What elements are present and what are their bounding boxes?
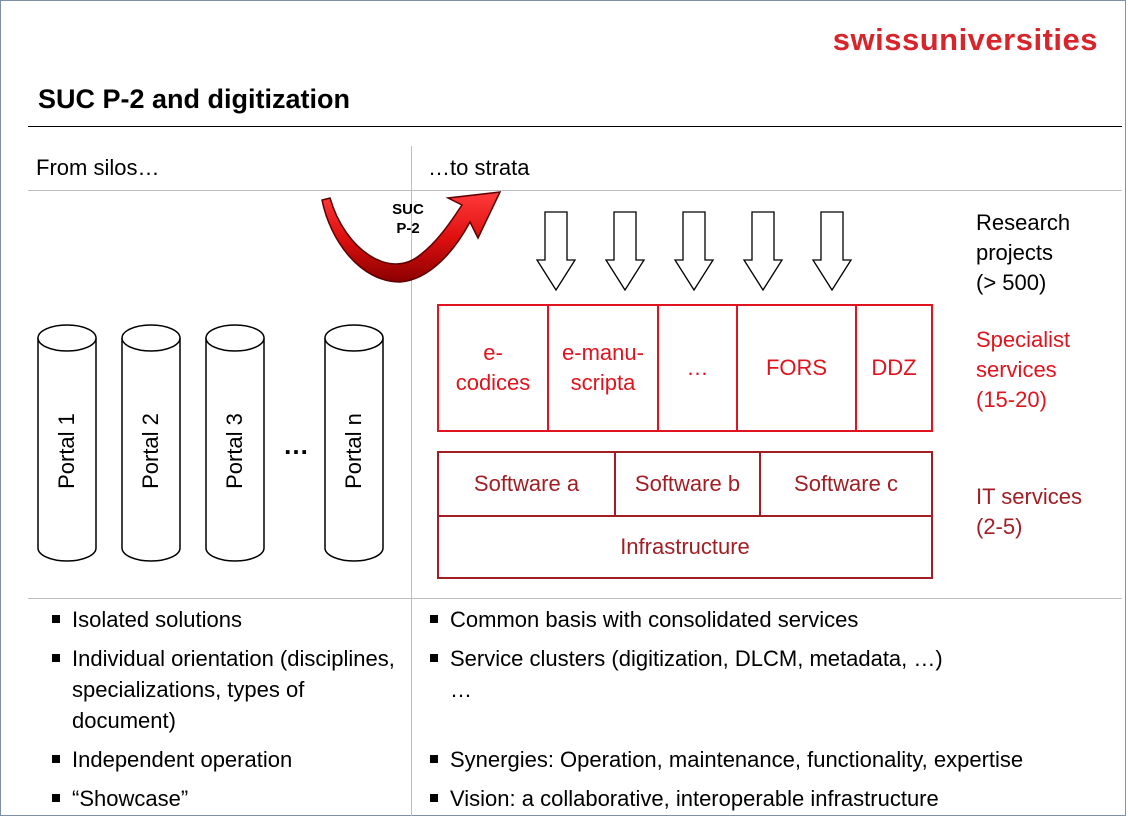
research-projects-label: Research projects (> 500) <box>976 208 1070 298</box>
brand-logo: swissuniversities <box>832 22 1098 57</box>
portal-label-1: Portal 1 <box>54 413 79 489</box>
portal-label-n: Portal n <box>341 413 366 489</box>
left-bullet-list: Isolated solutions Individual orientatio… <box>50 604 395 814</box>
infrastructure-cell: Infrastructure <box>620 534 750 559</box>
transition-label: SUC P-2 <box>386 200 430 238</box>
software-b-cell: Software b <box>634 471 741 496</box>
right-bullet-4: Vision: a collaborative, interoperable i… <box>428 783 1124 814</box>
right-bullet-2: Service clusters (digitization, DLCM, me… <box>428 643 1124 674</box>
software-c-cell: Software c <box>794 471 898 496</box>
it-label-line2: (2-5) <box>976 514 1023 539</box>
portal-ellipsis: … <box>283 430 309 460</box>
research-label-line2: projects <box>976 240 1054 265</box>
left-bullet-4: “Showcase” <box>50 783 395 814</box>
service-e-manuscripta-line1: e-manu- <box>562 340 644 365</box>
slide-title: SUC P-2 and digitization <box>38 84 351 114</box>
service-fors-text: FORS <box>765 355 828 380</box>
portal-cylinder-1 <box>37 324 97 562</box>
title-rule <box>28 126 1122 127</box>
portal-cylinder-2 <box>121 324 181 562</box>
it-services-box <box>437 451 933 579</box>
service-e-manuscripta: e-manu- scripta <box>548 305 658 431</box>
portal-label-3: Portal 3 <box>222 413 247 489</box>
heading-rule <box>28 190 1122 191</box>
right-bullet-3: Synergies: Operation, maintenance, funct… <box>428 744 1124 775</box>
service-fors: FORS <box>737 305 856 431</box>
service-ellipsis-text: … <box>686 355 709 380</box>
service-e-codices-line2: codices <box>455 370 531 395</box>
transition-label-line2: P-2 <box>396 220 420 237</box>
service-e-codices-line1: e- <box>483 340 503 365</box>
portal-label-2: Portal 2 <box>138 413 163 489</box>
it-services-label: IT services (2-5) <box>976 482 1082 542</box>
left-bullet-1: Isolated solutions <box>50 604 395 635</box>
specialist-label-line3: (15-20) <box>976 387 1047 412</box>
left-bullet-2: Individual orientation (disciplines, spe… <box>50 643 395 736</box>
left-bullet-3: Independent operation <box>50 744 395 775</box>
service-e-codices: e- codices <box>438 305 548 431</box>
right-bullet-1: Common basis with consolidated services <box>428 604 1124 635</box>
research-label-line1: Research <box>976 210 1071 235</box>
left-heading: From silos… <box>36 155 160 180</box>
service-ddz: DDZ <box>856 305 932 431</box>
service-e-manuscripta-line2: scripta <box>570 370 636 395</box>
service-ddz-text: DDZ <box>871 355 917 380</box>
research-label-line3: (> 500) <box>976 270 1047 295</box>
specialist-label-line1: Specialist <box>976 327 1071 352</box>
service-ellipsis: … <box>658 305 737 431</box>
transition-label-line1: SUC <box>392 201 424 218</box>
right-bullet-list: Common basis with consolidated services … <box>428 604 1124 814</box>
software-a-cell: Software a <box>473 471 580 496</box>
right-heading: …to strata <box>428 155 530 180</box>
specialist-services-box <box>437 304 933 432</box>
center-divider <box>411 146 412 816</box>
bullets-rule <box>28 598 1122 599</box>
it-label-line1: IT services <box>976 484 1082 509</box>
specialist-services-label: Specialist services (15-20) <box>976 325 1070 415</box>
right-bullet-continuation: … <box>450 677 472 702</box>
portal-cylinder-3 <box>205 324 265 562</box>
portal-cylinder-n <box>324 324 384 562</box>
curved-arrow-icon <box>321 191 502 283</box>
specialist-label-line2: services <box>976 357 1057 382</box>
down-arrow-icons <box>535 211 853 292</box>
